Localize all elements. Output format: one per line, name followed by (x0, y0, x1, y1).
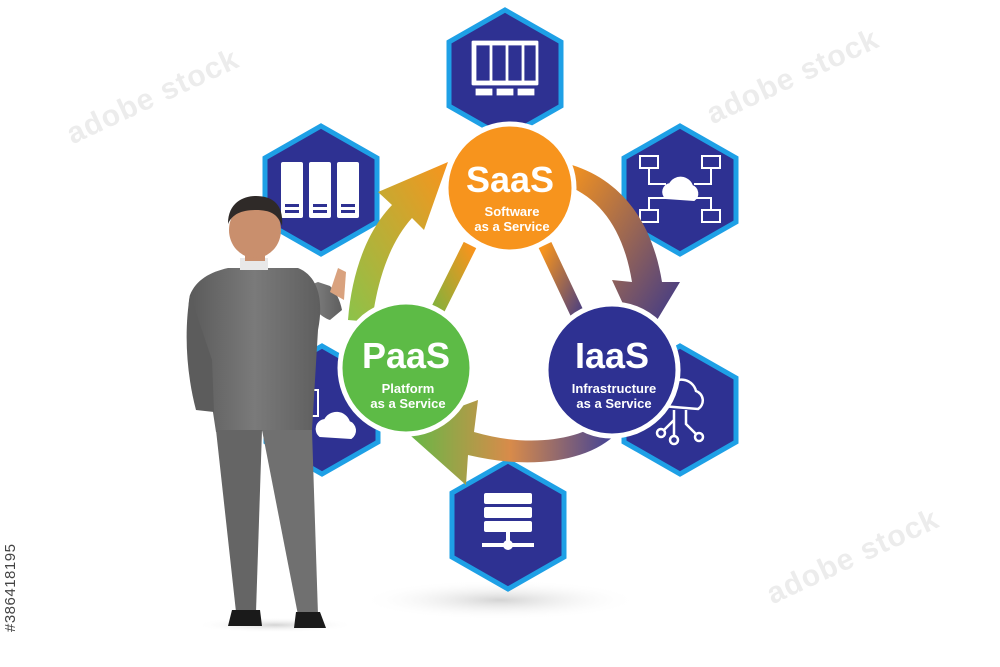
hair (228, 196, 283, 226)
right-leg (262, 430, 318, 615)
server-network-icon (482, 493, 534, 550)
floor-shadow (360, 580, 640, 620)
paas-subtitle-line2: as a Service (370, 396, 445, 411)
left-shoe (228, 610, 262, 626)
hex-tile-top (446, 7, 564, 141)
right-shoe (294, 612, 326, 628)
paas-node: PaaS Platform as a Service (337, 299, 475, 437)
stock-image-id: #386418195 (2, 543, 19, 632)
iaas-title: IaaS (575, 335, 649, 376)
saas-subtitle-line2: as a Service (474, 219, 549, 234)
paas-title: PaaS (362, 335, 450, 376)
iaas-subtitle-line1: Infrastructure (572, 381, 657, 396)
cloud-circuit-icon (655, 378, 705, 446)
saas-node: SaaS Software as a Service (443, 121, 577, 255)
left-leg (216, 430, 262, 612)
hex-tile-bottom (449, 458, 567, 592)
suit-jacket (188, 268, 321, 432)
paas-subtitle-line1: Platform (382, 381, 435, 396)
data-center-icon (470, 39, 540, 97)
saas-title: SaaS (466, 159, 554, 200)
saas-subtitle-line1: Software (485, 204, 540, 219)
hand (330, 268, 346, 300)
lower-arm (186, 295, 214, 412)
cycle-arrow-iaas-to-paas (402, 400, 618, 485)
hex-tile-upper-right (621, 123, 739, 257)
hex-tile-upper-left (262, 123, 380, 257)
person-shadow (195, 617, 355, 633)
cycle-arrow-saas-to-iaas (568, 165, 680, 345)
iaas-subtitle-line2: as a Service (576, 396, 651, 411)
head (229, 202, 281, 258)
iaas-node: IaaS Infrastructure as a Service (543, 301, 681, 439)
businessman-figure (186, 196, 346, 628)
server-rack-icon (281, 162, 359, 218)
network-cloud-icon (639, 155, 721, 223)
cycle-arrow-paas-to-saas (348, 162, 448, 322)
